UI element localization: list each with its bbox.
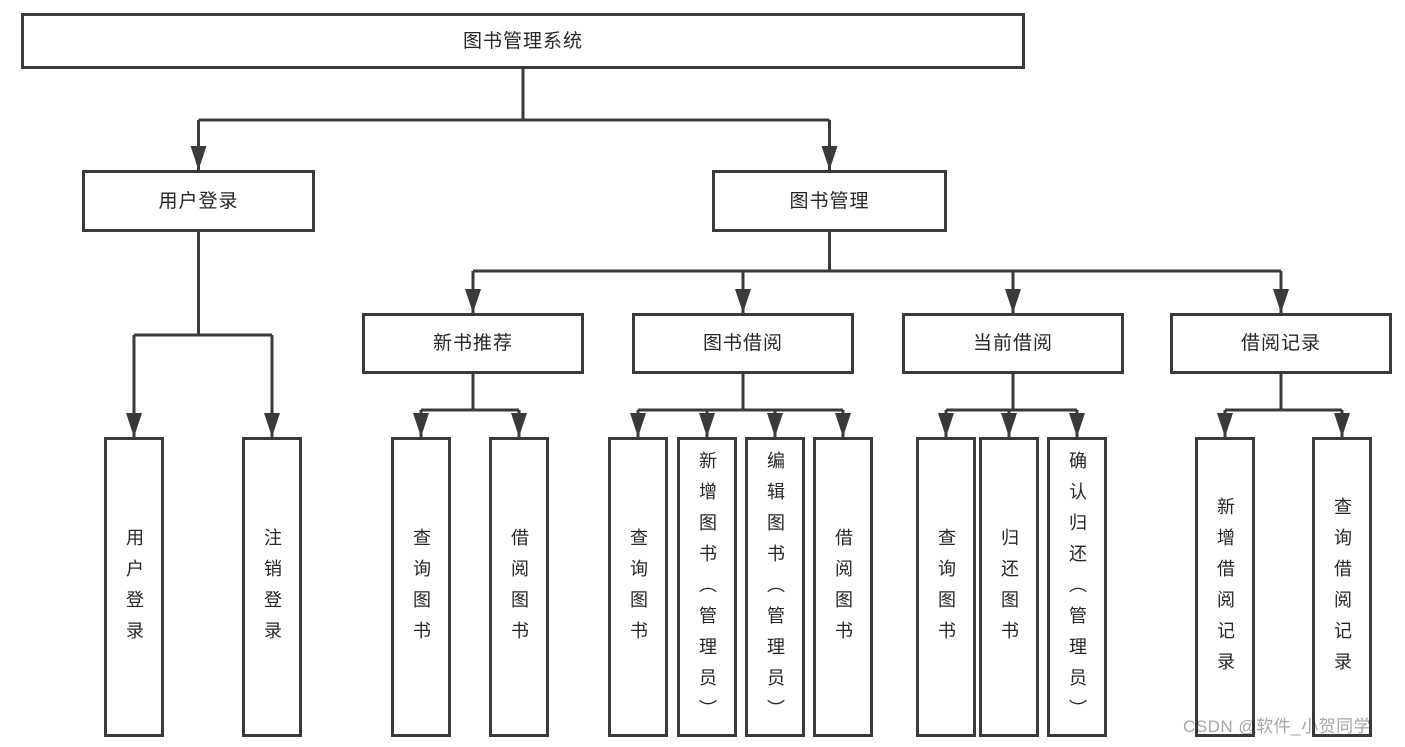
node-book-management: 图书管理 bbox=[712, 170, 947, 232]
leaf-borrow-books-recommend: 借阅图书 bbox=[489, 437, 549, 737]
leaf-add-borrow-record: 新增借阅记录 bbox=[1195, 437, 1255, 737]
leaf-edit-book-admin: 编辑图书（管理员） bbox=[745, 437, 805, 737]
watermark: CSDN @软件_小贺同学 bbox=[1183, 717, 1372, 736]
leaf-query-books-current: 查询图书 bbox=[916, 437, 976, 737]
leaf-query-books-recommend: 查询图书 bbox=[391, 437, 451, 737]
leaf-logout: 注销登录 bbox=[242, 437, 302, 737]
leaf-query-books-borrowing: 查询图书 bbox=[608, 437, 668, 737]
node-root: 图书管理系统 bbox=[21, 13, 1025, 69]
leaf-borrow-books-borrowing: 借阅图书 bbox=[813, 437, 873, 737]
leaf-query-borrow-record: 查询借阅记录 bbox=[1312, 437, 1372, 737]
node-book-borrowing: 图书借阅 bbox=[632, 313, 854, 374]
leaf-add-book-admin: 新增图书（管理员） bbox=[677, 437, 737, 737]
node-user-login: 用户登录 bbox=[82, 170, 315, 232]
node-current-borrowing: 当前借阅 bbox=[902, 313, 1124, 374]
leaf-return-book: 归还图书 bbox=[979, 437, 1039, 737]
node-new-book-recommendation: 新书推荐 bbox=[362, 313, 584, 374]
node-borrowing-records: 借阅记录 bbox=[1170, 313, 1392, 374]
leaf-user-login: 用户登录 bbox=[104, 437, 164, 737]
leaf-confirm-return-admin: 确认归还（管理员） bbox=[1047, 437, 1107, 737]
